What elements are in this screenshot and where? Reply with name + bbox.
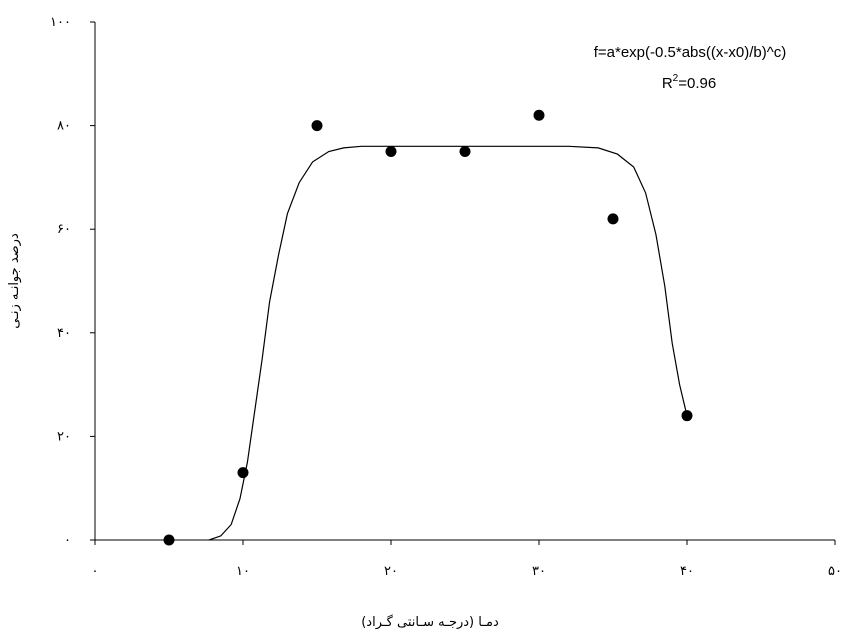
data-point	[311, 120, 323, 132]
x-axis-title: دمـا (درجـه سـانتی گـراد)	[361, 614, 499, 630]
x-tick-label: ۲۰	[384, 564, 398, 579]
y-tick-label: ۶۰	[57, 222, 71, 237]
data-points	[163, 109, 693, 546]
x-ticks: ۰ ۱۰ ۲۰ ۳۰ ۴۰ ۵۰	[92, 540, 842, 579]
data-point	[237, 467, 249, 479]
r-squared-symbol: R	[662, 75, 673, 92]
data-point	[533, 109, 545, 121]
equation-label: f=a*exp(-0.5*abs((x-x0)/b)^c)	[594, 44, 787, 61]
x-tick-label: ۳۰	[532, 564, 546, 579]
data-point	[607, 213, 619, 225]
y-tick-label: ۱۰۰	[50, 15, 71, 30]
y-tick-label: ۸۰	[57, 119, 71, 134]
y-tick-label: ۴۰	[57, 326, 71, 341]
data-point	[385, 146, 397, 157]
x-tick-label: ۵۰	[828, 564, 842, 579]
data-point	[163, 534, 175, 546]
data-point	[681, 410, 693, 422]
r-squared-label: R2=0.96	[662, 73, 716, 92]
r-squared-value: =0.96	[678, 75, 716, 92]
fitted-curve	[208, 145, 688, 541]
y-axis-title: درصد جوانـه زنـی	[7, 233, 22, 329]
x-tick-label: ۰	[92, 564, 99, 579]
y-ticks: ۰ ۲۰ ۴۰ ۶۰ ۸۰ ۱۰۰	[50, 15, 95, 548]
x-tick-label: ۴۰	[680, 564, 694, 579]
x-tick-label: ۱۰	[236, 564, 250, 579]
data-point	[459, 146, 471, 157]
r-squared-exponent: 2	[673, 73, 679, 84]
axes	[94, 22, 835, 541]
y-tick-label: ۰	[64, 533, 71, 548]
y-tick-label: ۲۰	[57, 429, 71, 444]
